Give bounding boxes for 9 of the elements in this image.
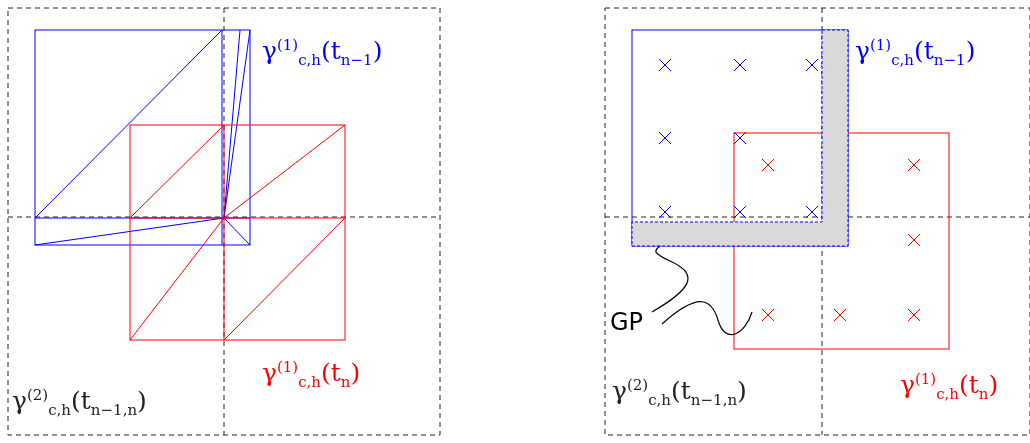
boundary-label: γ$^{(1)}$$_{c,h}$(t$_{n}$): [262, 360, 361, 391]
boundary-label: γ$^{(2)}$$_{c,h}$(t$_{n−1,n}$): [12, 388, 147, 419]
leader-line: [661, 301, 753, 336]
boundary-label: γ$^{(1)}$$_{c,h}$(t$_{n}$): [900, 372, 999, 403]
ghost-strip: [631, 29, 849, 247]
boundary-label: γ$^{(2)}$$_{c,h}$(t$_{n−1,n}$): [612, 378, 747, 409]
leader-line: [651, 245, 689, 313]
node-label: GP: [610, 310, 644, 334]
boundary-label: γ$^{(1)}$$_{c,h}$(t$_{n−1}$): [262, 38, 383, 69]
